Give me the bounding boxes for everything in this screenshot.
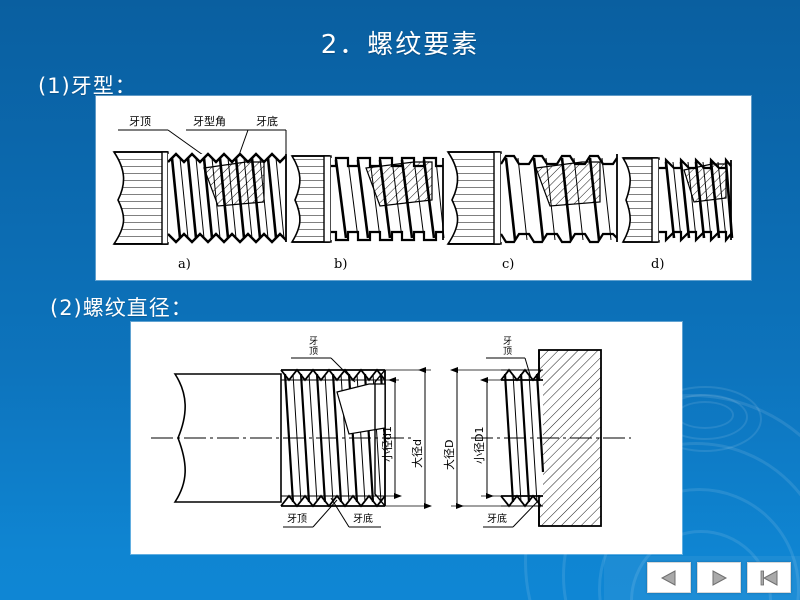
caption-b: b) <box>334 257 347 272</box>
dimension-major-diameter-external: 大径d <box>385 367 432 509</box>
svg-text:牙: 牙 <box>309 336 318 347</box>
svg-text:顶: 顶 <box>309 346 318 357</box>
figure-panel-thread-diameters: 牙 顶 牙顶 牙底 小径d1 <box>131 322 682 554</box>
external-thread-drawing <box>151 368 411 508</box>
triangle-right-icon <box>712 569 728 586</box>
svg-text:牙: 牙 <box>503 336 512 347</box>
triangle-left-icon <box>660 569 676 586</box>
previous-slide-button[interactable] <box>647 562 691 593</box>
next-slide-button[interactable] <box>697 562 741 593</box>
first-slide-button[interactable] <box>747 562 791 593</box>
dimension-major-diameter-internal: 大径D <box>442 367 503 509</box>
dimension-minor-diameter-external: 小径d1 <box>381 377 402 499</box>
svg-text:牙底: 牙底 <box>487 512 507 525</box>
section-heading-thread-form: (1)牙型： <box>38 74 137 98</box>
figure2-callout-crest-right: 牙 顶 <box>486 336 532 379</box>
caption-c: c) <box>502 257 514 272</box>
figure-panel-thread-forms: 牙顶 牙型角 牙底 <box>96 96 751 280</box>
figure1-callout-root: 牙底 <box>248 114 287 158</box>
skip-to-start-icon <box>760 569 778 586</box>
svg-text:牙底: 牙底 <box>256 114 278 128</box>
figure2-callout-crest-left: 牙 顶 <box>291 336 356 383</box>
section-heading-thread-diameter: (2)螺纹直径： <box>50 296 193 320</box>
figure2-callout-root-left: 牙底 <box>330 497 381 528</box>
dimension-label-major-D: 大径D <box>442 440 456 470</box>
svg-text:牙型角: 牙型角 <box>193 114 226 128</box>
dimension-label-minor-d1: 小径d1 <box>381 426 394 462</box>
dimension-label-minor-D1: 小径D1 <box>473 427 486 464</box>
ripple-decoration <box>676 401 734 429</box>
svg-text:牙顶: 牙顶 <box>287 513 307 525</box>
figure2-callout-root-bottom-right: 牙底 <box>483 499 540 528</box>
thread-diameters-drawing: 牙 顶 牙顶 牙底 小径d1 <box>151 336 631 528</box>
thread-profile-c: c) <box>446 151 618 272</box>
dimension-minor-diameter-internal: 小径D1 <box>473 377 503 499</box>
thread-profile-b: b) <box>290 155 445 272</box>
thread-profile-a: a) <box>112 151 287 272</box>
dimension-label-major-d: 大径d <box>410 439 424 468</box>
caption-d: d) <box>651 257 664 272</box>
slide-title: 2．螺纹要素 <box>320 30 480 60</box>
svg-text:顶: 顶 <box>503 346 512 357</box>
figure2-callout-crest-bottom-left: 牙顶 <box>283 499 338 528</box>
thread-profile-d: d) <box>621 156 734 272</box>
internal-thread-drawing <box>471 349 631 527</box>
figure1-callout-thread-angle: 牙型角 <box>186 114 249 159</box>
navigation-bar <box>647 562 791 593</box>
svg-text:牙顶: 牙顶 <box>129 115 151 128</box>
thread-forms-drawing: 牙顶 牙型角 牙底 <box>112 114 734 272</box>
svg-text:牙底: 牙底 <box>353 512 373 525</box>
caption-a: a) <box>178 257 191 272</box>
